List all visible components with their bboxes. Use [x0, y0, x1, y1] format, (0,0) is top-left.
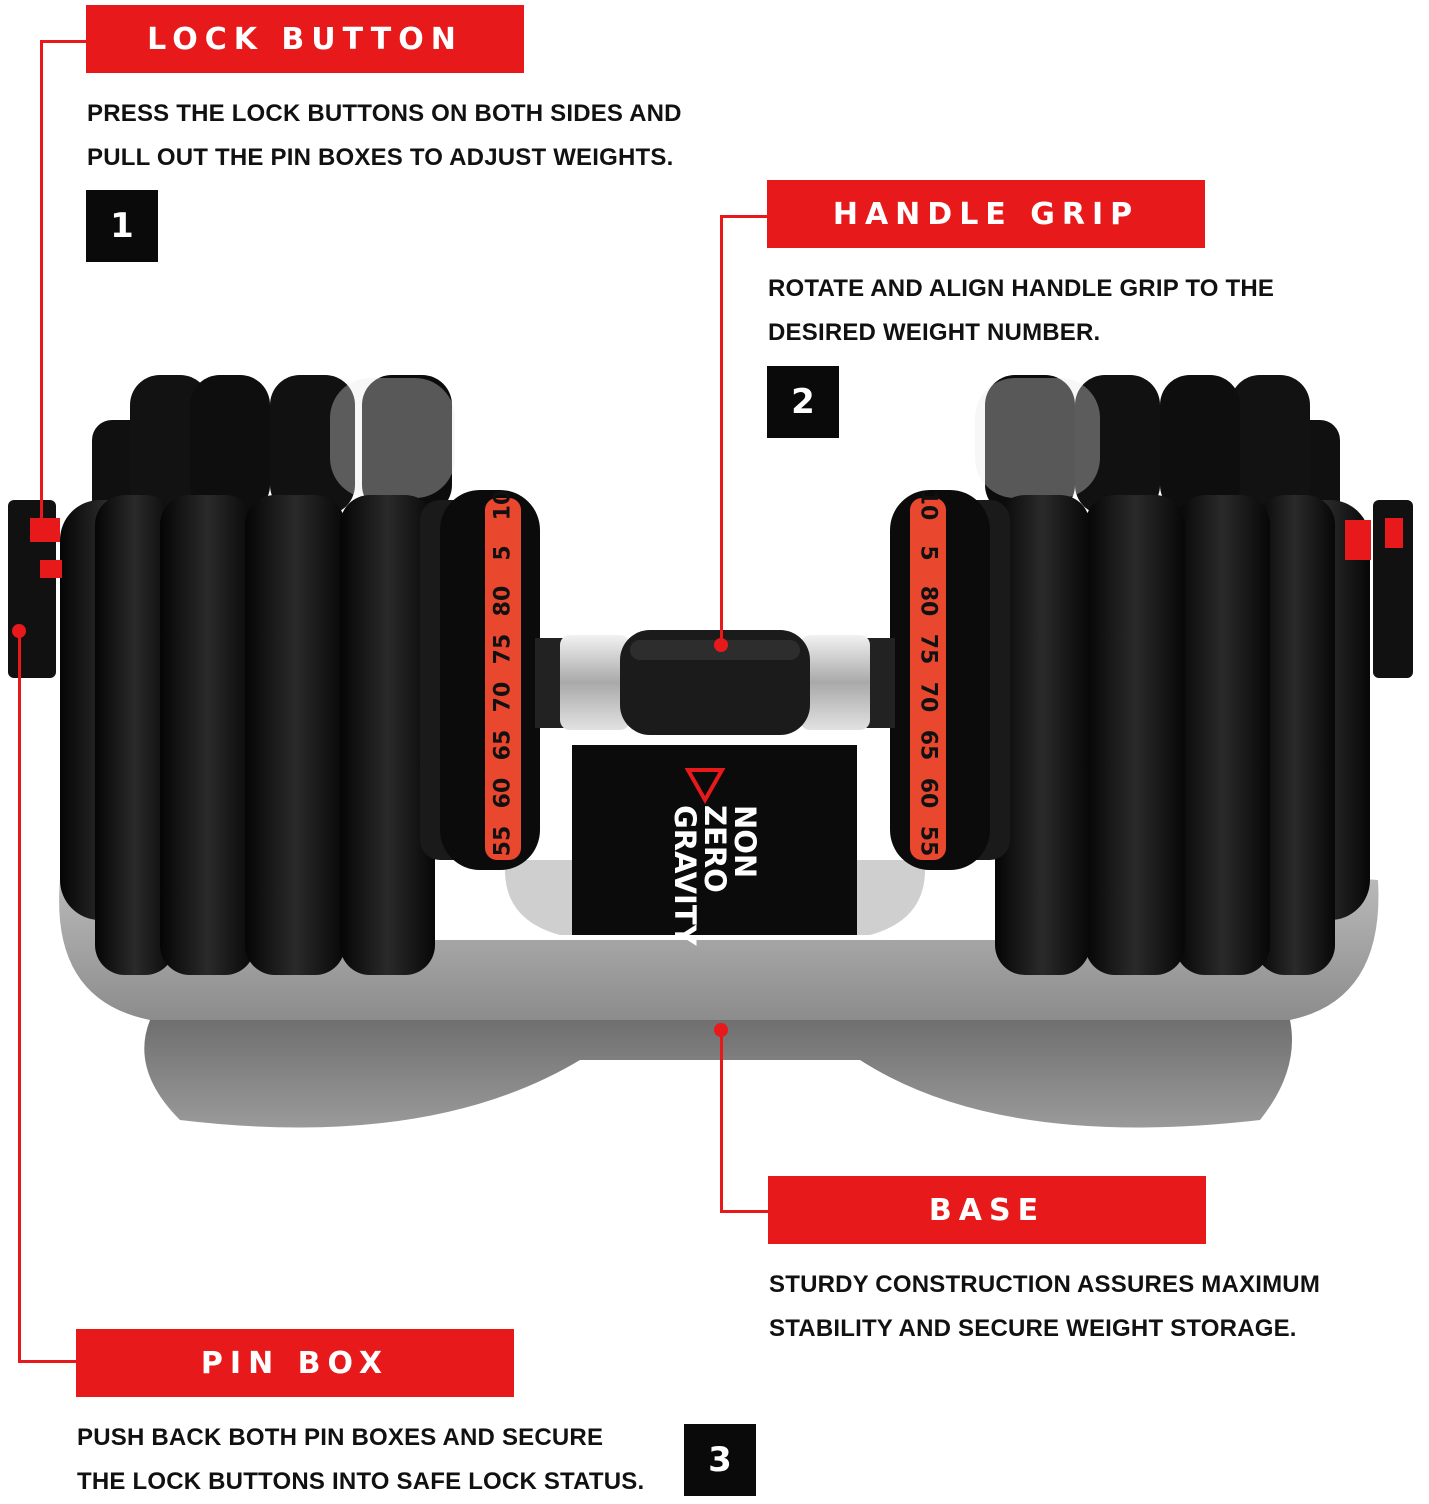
pin-box-desc-line: THE LOCK BUTTONS INTO SAFE LOCK STATUS. — [77, 1468, 645, 1495]
base-description: STURDY CONSTRUCTION ASSURES MAXIMUM STAB… — [769, 1263, 1320, 1351]
handle-grip-description: ROTATE AND ALIGN HANDLE GRIP TO THE DESI… — [768, 267, 1274, 355]
handle-grip-desc-line: DESIRED WEIGHT NUMBER. — [768, 319, 1101, 346]
handle-grip-label: HANDLE GRIP — [767, 180, 1205, 248]
dial-left-number: 10 — [491, 490, 516, 521]
brand-line-1: NON — [728, 805, 762, 878]
dial-right-number: 65 — [916, 730, 941, 761]
pin-box-marker — [12, 624, 26, 638]
base-desc-line: STURDY CONSTRUCTION ASSURES MAXIMUM — [769, 1271, 1321, 1298]
lock-button-desc-line: PRESS THE LOCK BUTTONS ON BOTH SIDES AND — [87, 100, 682, 127]
pin-box-connector-v — [18, 630, 21, 1362]
lock-button-marker — [34, 522, 48, 536]
pin-box-description: PUSH BACK BOTH PIN BOXES AND SECURE THE … — [77, 1416, 644, 1504]
dial-left-number: 55 — [491, 826, 516, 857]
dial-right-number: 55 — [916, 826, 941, 857]
front-plates-left — [60, 495, 500, 975]
dial-left-number: 70 — [491, 682, 516, 713]
handle-grip-marker — [714, 638, 728, 652]
step-1-badge: 1 — [86, 190, 158, 262]
dial-left-number: 65 — [491, 730, 516, 761]
base-tray — [59, 745, 1379, 1128]
handle-grip-desc-line: ROTATE AND ALIGN HANDLE GRIP TO THE — [768, 275, 1275, 302]
brand-line-2: ZERO — [698, 805, 732, 893]
pin-box-label: PIN BOX — [76, 1329, 514, 1397]
lock-button-connector-h — [40, 40, 88, 43]
lock-button-description: PRESS THE LOCK BUTTONS ON BOTH SIDES AND… — [87, 92, 682, 180]
base-label: BASE — [768, 1176, 1206, 1244]
front-plates-right — [930, 495, 1370, 975]
dial-right-number: 5 — [916, 545, 941, 560]
base-connector-h — [720, 1210, 770, 1213]
back-plates-left — [92, 375, 455, 530]
pin-box-connector-h — [18, 1360, 78, 1363]
brand-text-line: NON ZERO GRAVITY — [668, 805, 762, 947]
handle-grip-connector-h — [720, 215, 768, 218]
brand-line-3: GRAVITY — [668, 805, 702, 947]
dial-right-number: 75 — [916, 634, 941, 665]
weight-dial-right — [890, 490, 990, 870]
base-desc-line: STABILITY AND SECURE WEIGHT STORAGE. — [769, 1315, 1297, 1342]
dial-left-number: 80 — [491, 586, 516, 617]
handle-grip-connector-v — [720, 215, 723, 645]
dial-left-number: 5 — [491, 545, 516, 560]
dial-right-number: 70 — [916, 682, 941, 713]
weight-dial-left — [440, 490, 540, 870]
base-connector-v — [720, 1030, 723, 1213]
brand-logo: NON ZERO GRAVITY — [668, 768, 762, 947]
dial-right-number: 80 — [916, 586, 941, 617]
step-3-badge: 3 — [684, 1424, 756, 1496]
lock-button-desc-line: PULL OUT THE PIN BOXES TO ADJUST WEIGHTS… — [87, 144, 674, 171]
pin-box-desc-line: PUSH BACK BOTH PIN BOXES AND SECURE — [77, 1424, 604, 1451]
step-2-badge: 2 — [767, 366, 839, 438]
dial-right-number: 60 — [916, 778, 941, 809]
handle — [535, 630, 895, 735]
dial-left-number: 75 — [491, 634, 516, 665]
base-marker — [714, 1023, 728, 1037]
pin-box-right — [1345, 500, 1413, 678]
dial-right-number: 10 — [916, 490, 941, 521]
dial-left-number: 60 — [491, 778, 516, 809]
lock-button-connector-v — [40, 40, 43, 530]
lock-button-label: LOCK BUTTON — [86, 5, 524, 73]
back-plates-right — [975, 375, 1340, 530]
